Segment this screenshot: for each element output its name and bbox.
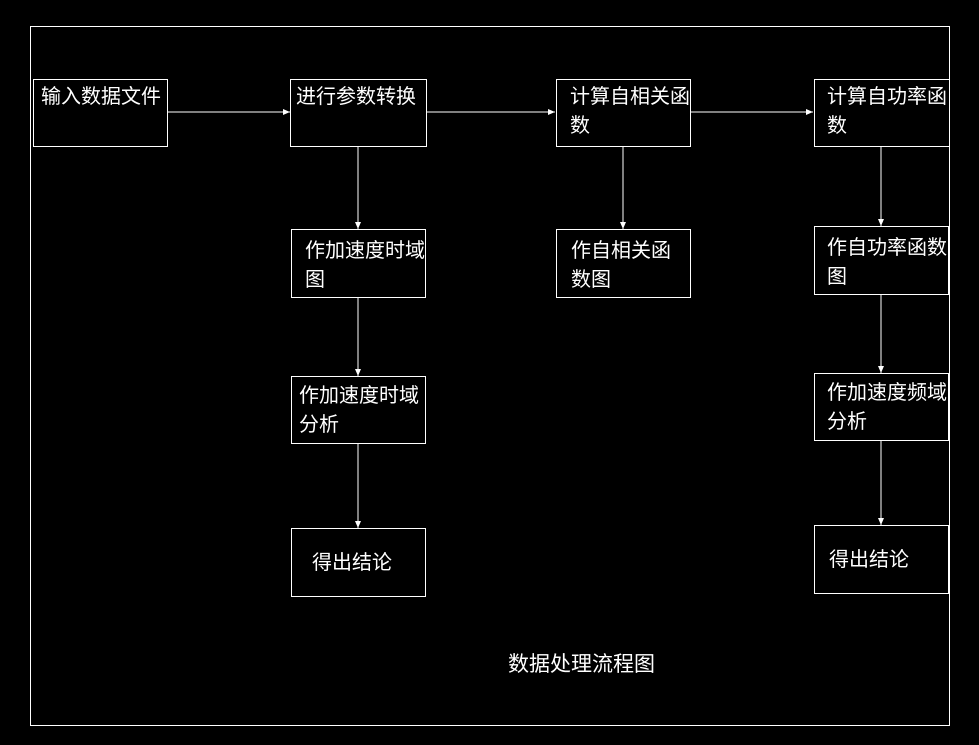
- node-acceleration-time-plot: 作加速度时域图: [291, 229, 426, 298]
- node-conclusion-right: 得出结论: [814, 525, 949, 594]
- node-compute-autocorrelation: 计算自相关函数: [556, 79, 691, 147]
- diagram-frame: [30, 26, 950, 726]
- node-compute-power-function: 计算自功率函数: [814, 79, 950, 147]
- node-parameter-conversion: 进行参数转换: [290, 79, 427, 147]
- node-input-data-file: 输入数据文件: [33, 79, 168, 147]
- diagram-title: 数据处理流程图: [508, 652, 655, 676]
- node-autocorrelation-plot: 作自相关函数图: [556, 229, 691, 298]
- node-time-domain-analysis: 作加速度时域分析: [291, 376, 426, 444]
- node-conclusion-left: 得出结论: [291, 528, 426, 597]
- node-power-function-plot: 作自功率函数图: [814, 226, 949, 295]
- node-frequency-domain-analysis: 作加速度频域分析: [814, 373, 949, 441]
